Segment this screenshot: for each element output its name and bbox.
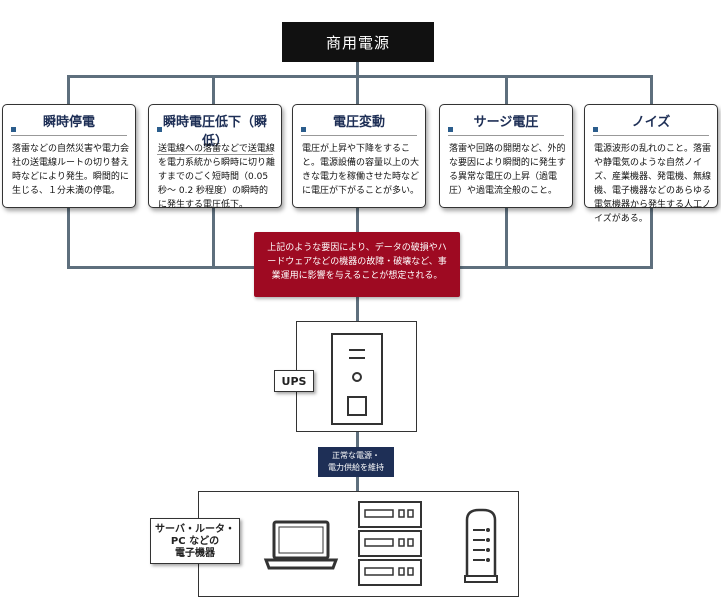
- devices-frame: [198, 491, 519, 597]
- square-bullet-icon: [448, 127, 453, 132]
- connector-bottom-rise-3: [356, 208, 359, 232]
- card-voltage-fluctuation: 電圧変動 電圧が上昇や下降をすること。電源設備の容量以上の大きな電力を稼働させた…: [292, 104, 426, 208]
- connector-top-bus: [67, 75, 653, 78]
- devices-label: サーバ・ルータ・ PC などの 電子機器: [150, 518, 240, 564]
- ups-label-text: UPS: [281, 374, 307, 388]
- card-momentary-outage: 瞬時停電 落雷などの自然災害や電力会社の送電線ルートの切り替え時などにより発生。…: [2, 104, 136, 208]
- card-voltage-sag: 瞬時電圧低下（瞬低） 送電線への落雷などで送電線を電力系統から瞬時に切り離すまで…: [148, 104, 282, 210]
- ups-label: UPS: [274, 370, 314, 392]
- card-surge-voltage: サージ電圧 落雷や回路の開閉など、外的な要因により瞬間的に発生する異常な電圧の上…: [439, 104, 573, 208]
- card-title: 電圧変動: [301, 111, 417, 136]
- laptop-icon: [263, 520, 339, 570]
- devices-label-line3: 電子機器: [175, 548, 215, 559]
- normal-supply-badge: 正常な電源・ 電力供給を維持: [318, 447, 394, 477]
- normal-supply-line2: 電力供給を維持: [328, 463, 384, 472]
- card-description: 電源波形の乱れのこと。落雷や静電気のような自然ノイズ、産業機器、発電機、無線機、…: [594, 144, 712, 224]
- square-bullet-icon: [157, 127, 162, 132]
- impact-warning-text: 上記のような要因により、データの破損やハードウェアなどの機器の故障・破壊など、事…: [267, 243, 447, 281]
- card-description: 落雷などの自然災害や電力会社の送電線ルートの切り替え時などにより発生。瞬間的に生…: [12, 144, 130, 196]
- square-bullet-icon: [301, 127, 306, 132]
- tower-case-icon: [331, 333, 383, 425]
- normal-supply-line1: 正常な電源・: [332, 451, 380, 460]
- card-description: 送電線への落雷などで送電線を電力系統から瞬時に切り離すまでのごく短時間（0.05…: [158, 144, 276, 210]
- connector-warning-to-ups: [356, 297, 359, 321]
- devices-label-line2: PC などの: [170, 536, 220, 547]
- card-title: 瞬時電圧低下（瞬低）: [157, 111, 273, 155]
- connector-source-down: [356, 62, 359, 78]
- card-description: 電圧が上昇や下降をすること。電源設備の容量以上の大きな電力を稼働させた時などに電…: [302, 144, 420, 196]
- ups-frame: [296, 321, 417, 432]
- connector-top-drop-4: [505, 75, 508, 104]
- connector-bottom-rise-2: [212, 208, 215, 269]
- connector-bottom-rise-5: [650, 208, 653, 269]
- connector-top-drop-3: [356, 75, 359, 104]
- card-description: 落雷や回路の開閉など、外的な要因により瞬間的に発生する異常な電圧の上昇（過電圧）…: [449, 144, 566, 196]
- router-icon: [464, 508, 498, 583]
- power-source-label: 商用電源: [325, 33, 390, 52]
- connector-supply-to-devices: [356, 477, 359, 491]
- connector-top-drop-2: [212, 75, 215, 104]
- card-title: 瞬時停電: [11, 111, 127, 136]
- connector-top-drop-5: [650, 75, 653, 104]
- card-title: ノイズ: [593, 111, 709, 136]
- commercial-power-source: 商用電源: [282, 22, 434, 62]
- card-title: サージ電圧: [448, 111, 564, 136]
- connector-bottom-rise-1: [67, 208, 70, 269]
- connector-bottom-rise-4: [505, 208, 508, 269]
- server-rack-icon: [358, 501, 422, 586]
- impact-warning: 上記のような要因により、データの破損やハードウェアなどの機器の故障・破壊など、事…: [254, 232, 460, 297]
- card-noise: ノイズ 電源波形の乱れのこと。落雷や静電気のような自然ノイズ、産業機器、発電機、…: [584, 104, 718, 224]
- square-bullet-icon: [593, 127, 598, 132]
- devices-label-line1: サーバ・ルータ・: [155, 524, 235, 535]
- connector-top-drop-1: [67, 75, 70, 104]
- square-bullet-icon: [11, 127, 16, 132]
- connector-ups-to-supply: [356, 432, 359, 447]
